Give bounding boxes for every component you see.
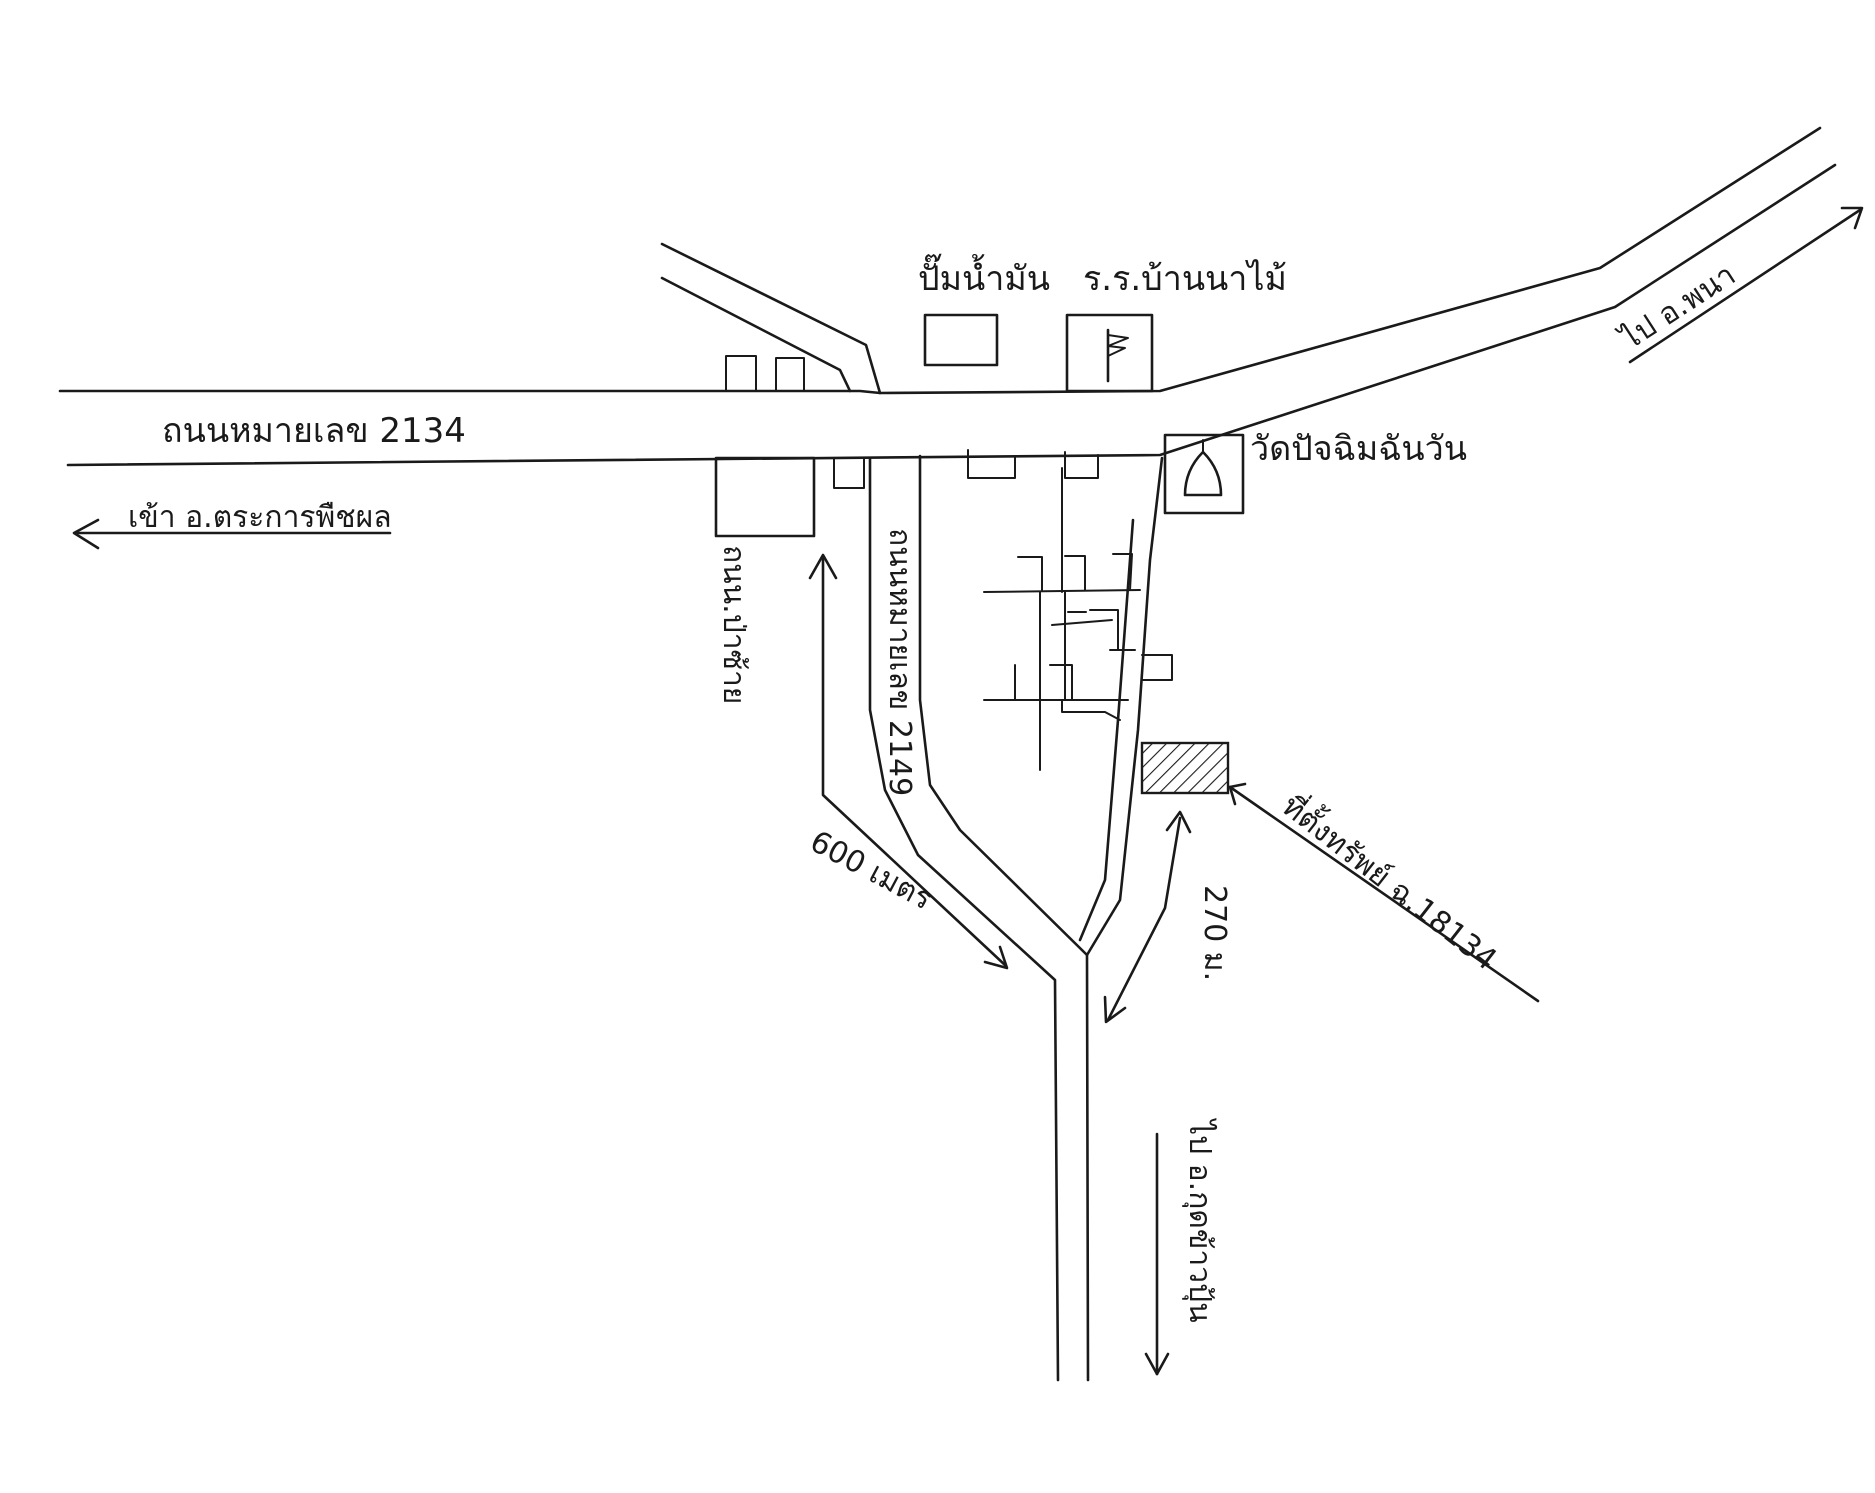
label-school: ร.ร.บ้านนาไม้ [1083, 259, 1287, 299]
label-to-upper-right: ไป อ.พนา [1613, 257, 1742, 358]
gas-station-building [923, 313, 999, 367]
temple-building [1163, 433, 1245, 515]
property-site [1140, 741, 1230, 795]
school-building [1065, 313, 1154, 393]
arrow-to-upper-right [1628, 206, 1864, 364]
label-gas-station: ปั๊มน้ำมัน [918, 253, 1050, 299]
flag-icon [1106, 328, 1129, 383]
plot-small-left [833, 457, 865, 489]
label-to-left: เข้า อ.ตระการพืชผล [128, 500, 392, 535]
label-site: ที่ตั้งทรัพย์ ฉ.18134 [1275, 785, 1506, 978]
arrow-to-left [72, 518, 392, 550]
label-highway-2134: ถนนหมายเลข 2134 [162, 411, 466, 451]
temple-side-road [1078, 456, 1164, 1382]
road-2149 [868, 454, 1089, 1382]
arrow-270m [1103, 810, 1192, 1024]
village-house-grid [967, 449, 1173, 771]
label-forest-branch: ถนน.ป่าซ้าย [716, 545, 751, 704]
temple-stupa-icon [1183, 439, 1223, 497]
label-temple: วัดปัจฉิมฉันวัน [1250, 429, 1467, 469]
upper-left-branch-road [660, 242, 882, 395]
label-270m: 270 ม. [1197, 885, 1232, 981]
arrow-site-pointer [1228, 782, 1540, 1003]
arrow-to-bottom [1144, 1132, 1170, 1376]
plot-lower-left [714, 456, 816, 538]
label-road-2149: ถนนหมายเลข 2149 [882, 528, 917, 796]
arrow-600m [808, 553, 1009, 970]
label-to-bottom: ไป อ.กุดข้าวปุ้น [1181, 1118, 1218, 1323]
houses-top-left [725, 355, 805, 392]
